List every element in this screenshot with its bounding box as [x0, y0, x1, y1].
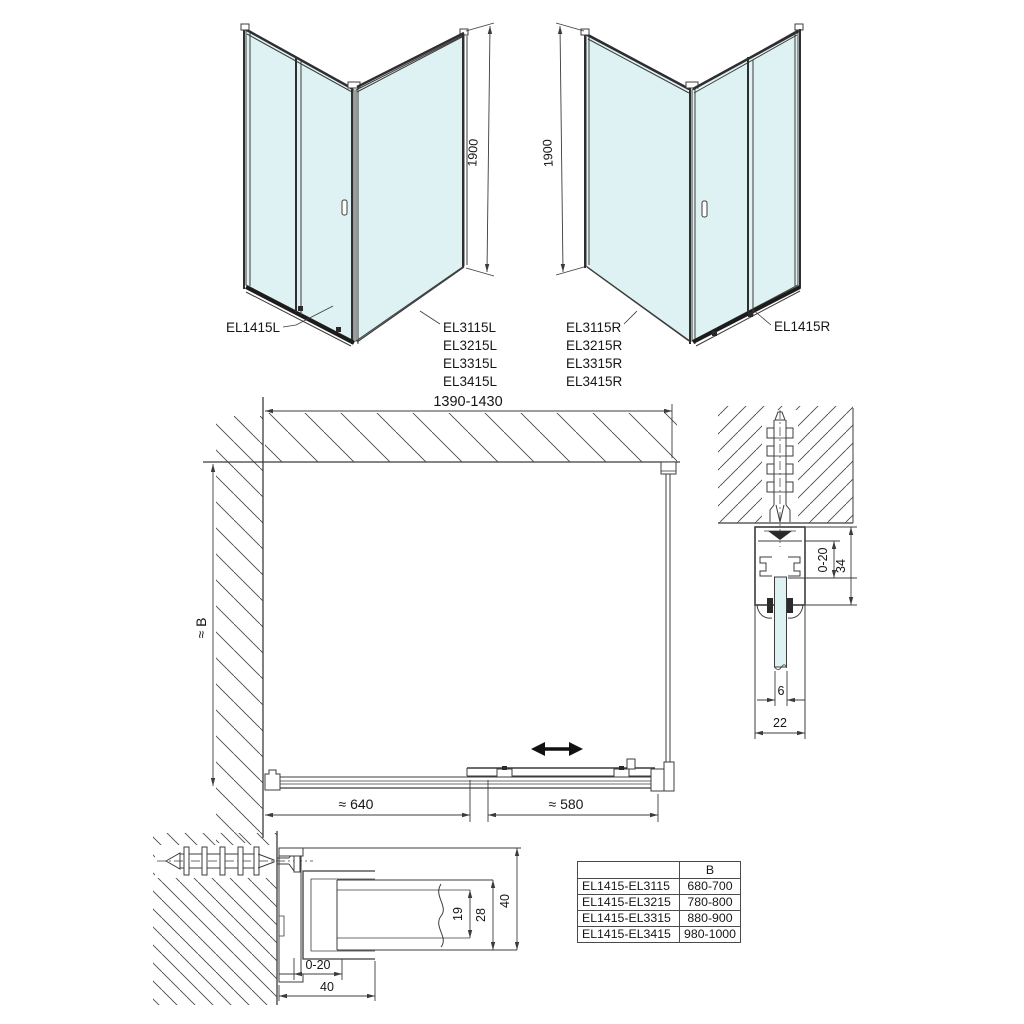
size-table-models-cell: EL1415-EL3115	[577, 878, 680, 895]
door-handle-left	[341, 199, 348, 216]
double-arrow-icon	[531, 742, 583, 756]
dim-1900-right: 1900	[540, 139, 555, 168]
right-view-side-model-labels: EL3115R EL3215R EL3315R EL3415R	[566, 320, 623, 389]
size-table-row: EL1415-EL3215 780-800	[577, 894, 741, 911]
size-table-b-cell: 680-700	[679, 878, 741, 895]
wall-plug-anchor	[766, 411, 794, 523]
label-el1415r: EL1415R	[774, 319, 831, 334]
left-iso-view: 1900 EL1415L EL3115L EL3215L EL3315L EL3…	[226, 22, 498, 389]
ceiling-profile-detail: 0-20 34 6 22	[718, 406, 857, 739]
door-roller	[613, 768, 630, 778]
label-side-model: EL3115L	[443, 320, 497, 335]
wall-hatch-top	[265, 413, 677, 462]
glass-panel-section	[774, 576, 787, 668]
dim-panel-profile: 28	[474, 908, 488, 922]
dim-adjust-wall: 0-20	[305, 958, 330, 972]
wall-mount-profile	[278, 847, 517, 983]
ceiling-bracket	[660, 461, 677, 475]
dim-profile-height: 34	[834, 559, 848, 573]
wall-hatch-left	[216, 416, 263, 843]
label-side-model: EL3415R	[566, 374, 623, 389]
size-table-b-cell: 980-1000	[679, 926, 741, 943]
ceiling-profile	[754, 526, 806, 739]
size-table-header-b: B	[679, 861, 741, 879]
dim-door-width: ≈ 580	[549, 796, 584, 812]
size-table: B EL1415-EL3115 680-700 EL1415-EL3215 78…	[577, 861, 741, 943]
dim-1900-left: 1900	[465, 138, 480, 167]
panel-break-line	[438, 883, 444, 948]
size-table-row: EL1415-EL3415 980-1000	[577, 926, 741, 943]
label-el1415l: EL1415L	[226, 320, 281, 335]
size-table-b-cell: 780-800	[679, 894, 741, 911]
right-iso-view: 1900 EL3115R EL3215R EL3315R EL3415R EL1…	[540, 22, 831, 389]
label-side-model: EL3215R	[566, 338, 623, 353]
right-view-height-dimension: 1900	[540, 22, 585, 276]
dim-overall: 40	[498, 894, 512, 908]
left-view-height-dimension: 1900	[465, 22, 495, 277]
dim-adjust-top: 0-20	[816, 547, 830, 572]
plan-bottom-dimensions: ≈ 640 ≈ 580	[265, 780, 659, 822]
label-side-model: EL3215L	[443, 338, 498, 353]
dim-profile-depth: 40	[320, 980, 334, 994]
size-table-row: EL1415-EL3315 880-900	[577, 910, 741, 927]
wall-plug-anchor	[164, 846, 301, 876]
dim-glass-pocket: 19	[451, 907, 465, 921]
plan-depth-dimension: ≈ B	[193, 464, 216, 786]
wall-detail-dimensions: 0-20 40 19 28 40	[278, 847, 521, 1001]
dim-depth: ≈ B	[193, 618, 209, 639]
left-view-side-glass	[355, 34, 465, 342]
size-table-row: EL1415-EL3115 680-700	[577, 878, 741, 895]
size-table-models-cell: EL1415-EL3315	[577, 910, 680, 927]
label-side-model: EL3315R	[566, 356, 623, 371]
plan-width-dimension: 1390-1430	[265, 394, 673, 458]
door-handle-right	[701, 200, 708, 218]
size-table-header-models	[577, 861, 680, 879]
dim-profile-width: 22	[773, 716, 787, 730]
ceiling-detail-dimensions: 0-20 34 6 22	[755, 526, 857, 736]
label-side-model: EL3115R	[566, 320, 622, 335]
dim-width: 1390-1430	[433, 394, 502, 410]
size-table-b-cell: 880-900	[679, 910, 741, 927]
dim-glass-thickness: 6	[778, 684, 785, 698]
plan-view: 1390-1430 ≈ B	[193, 394, 680, 843]
size-table-models-cell: EL1415-EL3415	[577, 926, 680, 943]
dim-fixed-width: ≈ 640	[339, 796, 374, 812]
size-table-header-row: B	[577, 861, 741, 879]
size-table-models-cell: EL1415-EL3215	[577, 894, 680, 911]
left-view-side-model-labels: EL3115L EL3215L EL3315L EL3415L	[443, 320, 498, 389]
floor-track	[264, 758, 675, 792]
label-side-model: EL3415L	[443, 374, 498, 389]
door-roller	[496, 768, 513, 778]
label-side-model: EL3315L	[443, 356, 498, 371]
wall-profile-detail: 0-20 40 19 28 40	[153, 831, 521, 1005]
